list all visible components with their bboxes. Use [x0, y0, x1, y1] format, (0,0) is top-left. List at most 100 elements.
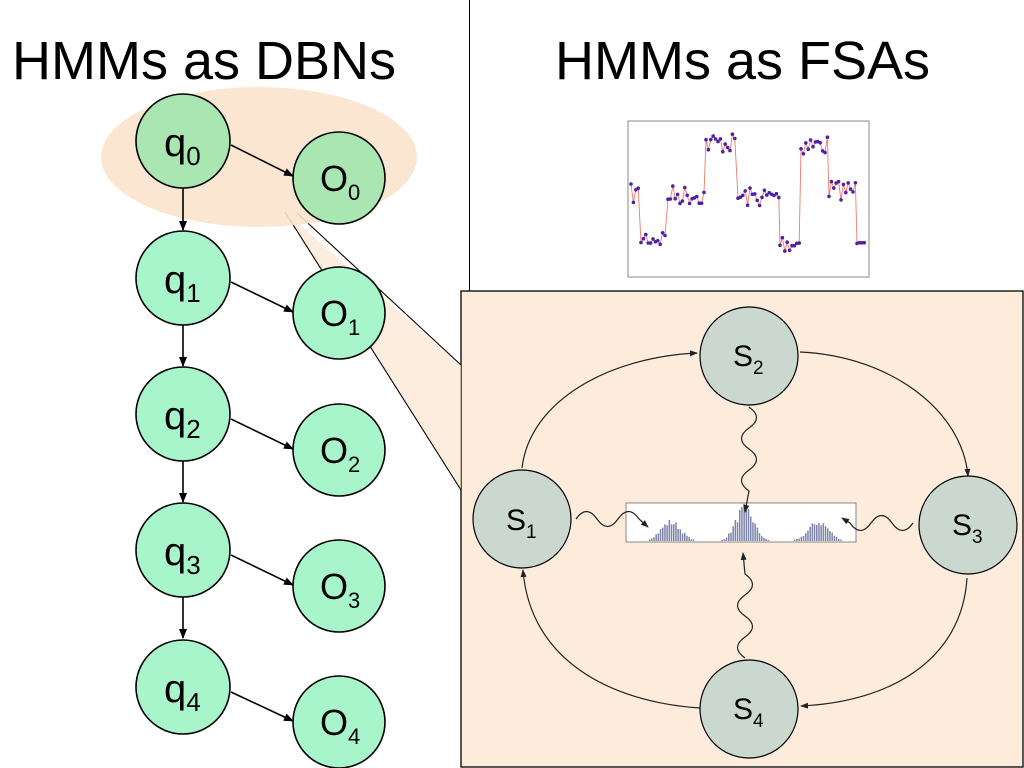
trace-point [743, 189, 747, 193]
histogram-bar [741, 506, 743, 541]
histogram-bar [686, 535, 688, 541]
trace-point [829, 179, 834, 184]
trace-point [699, 201, 704, 205]
histogram-bar [655, 534, 657, 541]
hidden-node-q4[interactable]: q4 [135, 639, 231, 735]
observed-node-o1[interactable]: O1 [292, 266, 386, 360]
state-s1-label: S1 [506, 504, 537, 543]
trace-point [673, 196, 677, 201]
trace-point [801, 152, 806, 156]
trace-point [660, 231, 665, 235]
histogram-bar [745, 504, 748, 541]
histogram-bar [831, 532, 833, 541]
histogram-bar [824, 526, 827, 541]
histogram-bar [813, 524, 816, 541]
trace-point [695, 194, 699, 199]
hidden-node-q3[interactable]: q3 [135, 502, 231, 598]
state-s1[interactable]: S1 [472, 469, 572, 569]
histogram-bar [666, 525, 668, 541]
histogram-bar [653, 537, 655, 541]
trace-point [671, 184, 675, 188]
trace-point [823, 150, 827, 155]
histogram-bar [752, 522, 754, 541]
observed-node-o4[interactable]: O4 [292, 675, 386, 768]
trace-point [797, 241, 801, 245]
state-s3[interactable]: S3 [918, 475, 1018, 575]
trace-point [762, 188, 767, 193]
trace-point [780, 235, 785, 240]
trace-point [641, 236, 646, 241]
histogram-bar [807, 530, 809, 541]
trace-point [685, 193, 689, 198]
trace-point [774, 191, 779, 196]
histogram-bars [648, 503, 842, 541]
wavy-emission-arrow-icon [575, 510, 649, 528]
trace-point [721, 149, 725, 154]
trace-point [687, 201, 692, 206]
hidden-node-q0-label: q0 [164, 121, 201, 171]
histogram-bar [743, 503, 745, 541]
trace-point [639, 240, 643, 245]
histogram-bar [681, 533, 684, 541]
histogram-bar [688, 537, 690, 541]
histogram-bar [679, 529, 682, 541]
histogram-bar [692, 539, 695, 541]
trace-dots [629, 132, 866, 253]
hidden-node-q0[interactable]: q0 [135, 93, 231, 189]
hidden-node-q1-label: q1 [164, 258, 201, 308]
title-hmms-as-fsas: HMMs as FSAs [555, 31, 931, 91]
trace-point [844, 190, 848, 195]
hidden-node-q2[interactable]: q2 [135, 366, 231, 462]
trace-point [851, 190, 855, 194]
observed-node-o0[interactable]: O0 [292, 131, 386, 225]
trace-point [728, 148, 732, 153]
histogram-bar [747, 509, 750, 541]
trace-point [804, 141, 808, 145]
trace-point [848, 187, 853, 191]
histogram-bar [648, 539, 651, 541]
trace-point [683, 185, 687, 190]
histogram-bar [767, 540, 770, 541]
trace-point [725, 145, 730, 150]
trace-point [706, 147, 711, 152]
trace-point [755, 198, 759, 203]
histogram-bar [668, 520, 671, 541]
trace-point [777, 195, 781, 200]
observed-node-o3-label: O3 [320, 566, 360, 613]
histogram-bar [675, 522, 677, 541]
histogram-bar [677, 529, 679, 541]
trace-point [730, 132, 735, 136]
trace-point [862, 240, 866, 245]
histogram-bar [811, 523, 814, 541]
trace-point [787, 248, 792, 253]
trace-point [778, 243, 782, 248]
trace-point [757, 203, 762, 208]
state-s2-label: S2 [733, 340, 764, 379]
histogram-bar [734, 520, 737, 541]
trace-point [818, 141, 822, 145]
state-s4[interactable]: S4 [699, 659, 799, 759]
emission-histogram [625, 502, 857, 543]
state-s4-label: S4 [733, 693, 764, 732]
trace-point [745, 203, 750, 207]
trace-point [631, 200, 636, 205]
trace-point [668, 197, 673, 201]
histogram-bar [800, 536, 803, 541]
histogram-bar [690, 539, 693, 541]
histogram-bar [673, 524, 675, 541]
observed-node-o2[interactable]: O2 [292, 403, 386, 497]
trace-point [825, 135, 830, 139]
hidden-node-q1[interactable]: q1 [135, 230, 231, 326]
trace-point [853, 181, 858, 185]
trace-point [709, 137, 713, 142]
trace-point [846, 181, 850, 185]
observed-node-o3[interactable]: O3 [292, 539, 386, 633]
trace-point [680, 199, 685, 203]
histogram-bar [763, 537, 765, 541]
trace-point [753, 192, 757, 196]
histogram-bar [723, 539, 726, 541]
histogram-bar [739, 510, 741, 541]
state-s2[interactable]: S2 [699, 306, 799, 406]
histogram-bar [809, 526, 811, 541]
trace-point [723, 142, 727, 146]
